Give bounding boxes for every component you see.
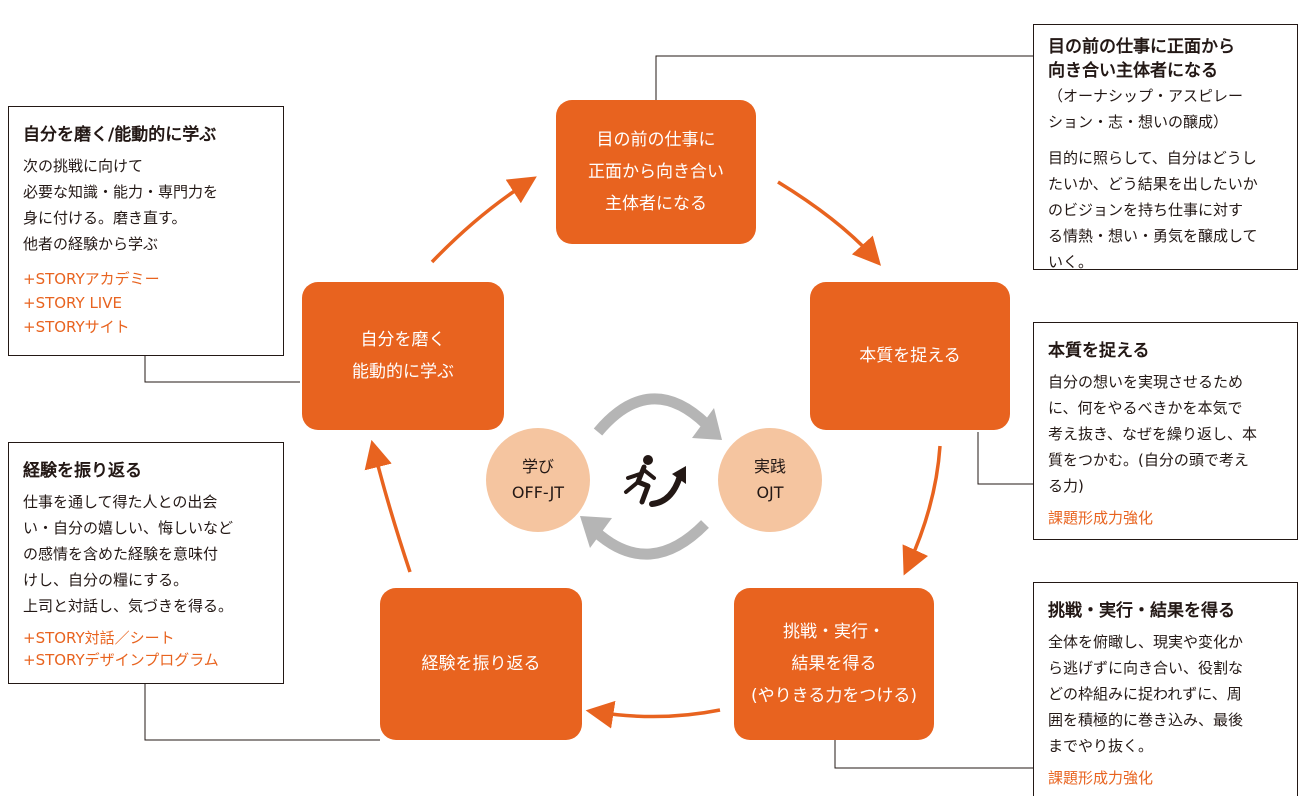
running-person-icon — [624, 455, 686, 507]
center-arrow-upper — [593, 393, 710, 436]
desc-box-self-improve: 自分を磨く/能動的に学ぶ 次の挑戦に向けて 必要な知識・能力・専門力を 身に付け… — [8, 106, 284, 356]
center-arrow-lower-head — [580, 516, 612, 548]
box-body: 仕事を通して得た人との出会 い・自分の嬉しい、悔しいなど の感情を含めた経験を意… — [23, 493, 234, 615]
box-title: 本質を捉える — [1048, 341, 1150, 361]
desc-box-grasp-essence: 本質を捉える 自分の想いを実現させるため に、何をやるべきかを本気で 考え抜き、… — [1033, 322, 1298, 540]
box-body: 自分の想いを実現させるため に、何をやるべきかを本気で 考え抜き、なぜを繰り返し… — [1048, 373, 1257, 495]
desc-box-face-work: 目の前の仕事に正面から 向き合い主体者になる （オーナシップ・アスピレー ション… — [1033, 24, 1298, 271]
story-link: +STORYデザインプログラム — [23, 651, 219, 669]
node-self-improve: 自分を磨く 能動的に学ぶ — [302, 282, 504, 430]
cycle-arrow-top-to-right — [777, 180, 882, 266]
desc-box-challenge-execute: 挑戦・実行・結果を得る 全体を俯瞰し、現実や変化か ら逃げずに向き合い、役割な … — [1033, 582, 1298, 796]
leader-line-top-left — [144, 356, 300, 383]
story-link: +STORY対話／シート — [23, 629, 175, 647]
box-title: 挑戦・実行・結果を得る — [1048, 601, 1235, 621]
cycle-arrow-right-to-bottom-right — [902, 445, 942, 576]
leader-line-top — [655, 55, 1033, 100]
circle-off-jt: 学び OFF-JT — [486, 428, 590, 532]
box-subtitle: （オーナシップ・アスピレー ション・志・想いの醸成） — [1048, 87, 1244, 131]
center-arrow-upper-head — [692, 408, 722, 440]
node-face-work: 目の前の仕事に 正面から向き合い 主体者になる — [556, 100, 756, 244]
node-challenge-execute: 挑戦・実行・ 結果を得る (やりきる力をつける) — [734, 588, 934, 740]
leader-line-bottom-left — [144, 684, 380, 741]
circle-ojt: 実践 OJT — [718, 428, 822, 532]
story-links: +STORY対話／シート +STORYデザインプログラム — [23, 627, 273, 671]
skill-tag: 課題形成力強化 — [1048, 509, 1154, 527]
skill-tag: 課題形成力強化 — [1048, 769, 1154, 787]
box-title: 目の前の仕事に正面から 向き合い主体者になる — [1048, 37, 1235, 81]
cycle-arrow-left-to-top — [430, 176, 537, 264]
story-links: +STORYアカデミー +STORY LIVE +STORYサイト — [23, 267, 273, 339]
cycle-arrow-bottom-left-to-left — [364, 439, 412, 573]
cycle-arrow-bottom-right-to-bottom-left — [585, 700, 721, 729]
story-link: +STORY LIVE — [23, 294, 122, 312]
desc-box-reflect-experience: 経験を振り返る 仕事を通して得た人との出会 い・自分の嬉しい、悔しいなど の感情… — [8, 442, 284, 684]
story-link: +STORYアカデミー — [23, 270, 160, 288]
box-title: 自分を磨く/能動的に学ぶ — [23, 125, 217, 145]
box-body: 全体を俯瞰し、現実や変化か ら逃げずに向き合い、役割な どの枠組みに捉われずに、… — [1048, 633, 1244, 755]
story-link: +STORYサイト — [23, 318, 130, 336]
leader-line-bottom-right — [834, 740, 1033, 769]
center-arrow-lower — [592, 520, 709, 560]
leader-line-mid-right — [977, 432, 1033, 485]
node-reflect-experience: 経験を振り返る — [380, 588, 582, 740]
box-body: 次の挑戦に向けて 必要な知識・能力・専門力を 身に付ける。磨き直す。 他者の経験… — [23, 157, 219, 253]
box-body: 目的に照らして、自分はどうし たいか、どう結果を出したいか のビジョンを持ち仕事… — [1048, 149, 1258, 271]
node-grasp-essence: 本質を捉える — [810, 282, 1010, 430]
box-title: 経験を振り返る — [23, 461, 142, 481]
